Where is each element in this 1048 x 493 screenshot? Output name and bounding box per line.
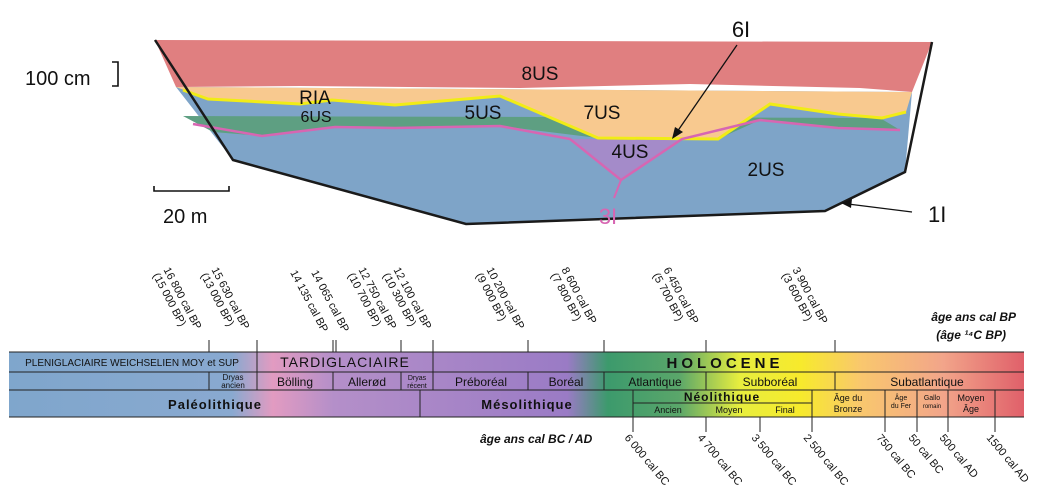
bottom-tick-label: 6 000 cal BC — [622, 432, 672, 488]
interface-3i-line — [192, 118, 901, 182]
unit-5us-label: 5US — [465, 103, 502, 124]
unit-7us-layer — [176, 87, 912, 139]
interface-1i-label: 1I — [928, 202, 946, 227]
period-tardiglaciaire: TARDIGLACIAIRE — [280, 354, 410, 370]
horizontal-scale-label: 20 m — [163, 206, 207, 228]
horizontal-scale-bar — [153, 186, 230, 192]
bottom-tick-label: 4 700 cal BC — [695, 432, 745, 488]
culture-age-fer-1: Âge — [895, 393, 908, 402]
bottom-date-ticks: 6 000 cal BC 4 700 cal BC 3 500 cal BC 2… — [622, 417, 1031, 488]
culture-moyen-age-2: Âge — [963, 404, 979, 414]
culture-gallo-romain-2: romain — [923, 404, 941, 410]
culture-age-fer-2: du Fer — [891, 403, 912, 410]
interface-6i-label: 6I — [732, 17, 750, 42]
culture-age-bronze-2: Bronze — [834, 404, 863, 414]
phase-subatlantique: Subatlantique — [890, 375, 964, 389]
phase-atlantique: Atlantique — [628, 375, 682, 389]
cal-bc-ad-heading: âge ans cal BC / AD — [480, 432, 593, 446]
unit-7us-label: 7US — [584, 103, 621, 124]
phase-dryas-recent-2: récent — [407, 383, 427, 390]
culture-neolithique-ancien: Ancien — [654, 405, 682, 415]
phase-dryas-ancien-1: Dryas — [223, 373, 244, 382]
interface-1i-base — [153, 39, 934, 226]
vertical-scale-label: 100 cm — [25, 68, 91, 90]
c14-bp-heading: (âge ¹⁴C BP) — [936, 328, 1006, 342]
interface-3i-pointer — [613, 179, 622, 199]
phase-dryas-recent-1: Dryas — [408, 375, 427, 382]
vertical-scale-bar — [112, 61, 119, 87]
bottom-tick-label: 3 500 cal BC — [749, 432, 799, 488]
top-date-ticks: 16 800 cal BP (15 000 BP) 15 630 cal BP … — [150, 265, 836, 352]
culture-neolithique-moyen: Moyen — [715, 405, 742, 415]
bottom-tick-label: 1500 cal AD — [984, 432, 1031, 485]
chronology-bar — [9, 351, 1024, 418]
bottom-tick-label: 2 500 cal BC — [801, 432, 851, 488]
unit-8us-layer — [155, 40, 932, 92]
interface-1i-arrow — [847, 203, 913, 213]
interface-6i-line — [182, 88, 907, 141]
cal-bp-heading: âge ans cal BP — [931, 310, 1017, 324]
period-pleniglaciaire: PLENIGLACIAIRE WEICHSELIEN MOY et SUP — [25, 358, 239, 369]
unit-4us-label: 4US — [612, 142, 649, 163]
unit-4us-layer — [570, 139, 682, 180]
phase-bolling: Bölling — [277, 375, 313, 389]
unit-ria-label: RIA — [299, 88, 331, 109]
culture-mesolithique: Mésolithique — [481, 397, 572, 412]
interface-1i-arrowhead — [841, 199, 852, 208]
culture-paleolithique: Paléolithique — [168, 397, 262, 412]
culture-neolithique-final: Final — [775, 405, 795, 415]
unit-8us-label: 8US — [522, 64, 559, 85]
phase-subboreal: Subboréal — [743, 375, 798, 389]
culture-neolithique: Néolithique — [684, 390, 760, 404]
bottom-tick-label: 500 cal AD — [937, 432, 980, 481]
interface-3i-label: 3I — [599, 204, 617, 229]
phase-allerod: Allerød — [348, 375, 386, 389]
unit-6us-label: 6US — [300, 109, 331, 126]
interface-6i-arrowhead — [672, 127, 683, 139]
culture-age-bronze-1: Âge du — [834, 393, 863, 403]
interface-6i-arrow — [676, 44, 738, 133]
chronology-gradient — [9, 352, 1024, 417]
cross-section — [153, 39, 934, 226]
phase-boreal: Boréal — [549, 375, 584, 389]
phase-preboreal: Préboréal — [455, 375, 507, 389]
unit-2us-label: 2US — [748, 160, 785, 181]
period-holocene: HOLOCENE — [666, 355, 783, 372]
culture-moyen-age-1: Moyen — [957, 393, 984, 403]
culture-gallo-romain-1: Gallo — [924, 395, 940, 402]
phase-dryas-ancien-2: ancien — [221, 381, 245, 390]
